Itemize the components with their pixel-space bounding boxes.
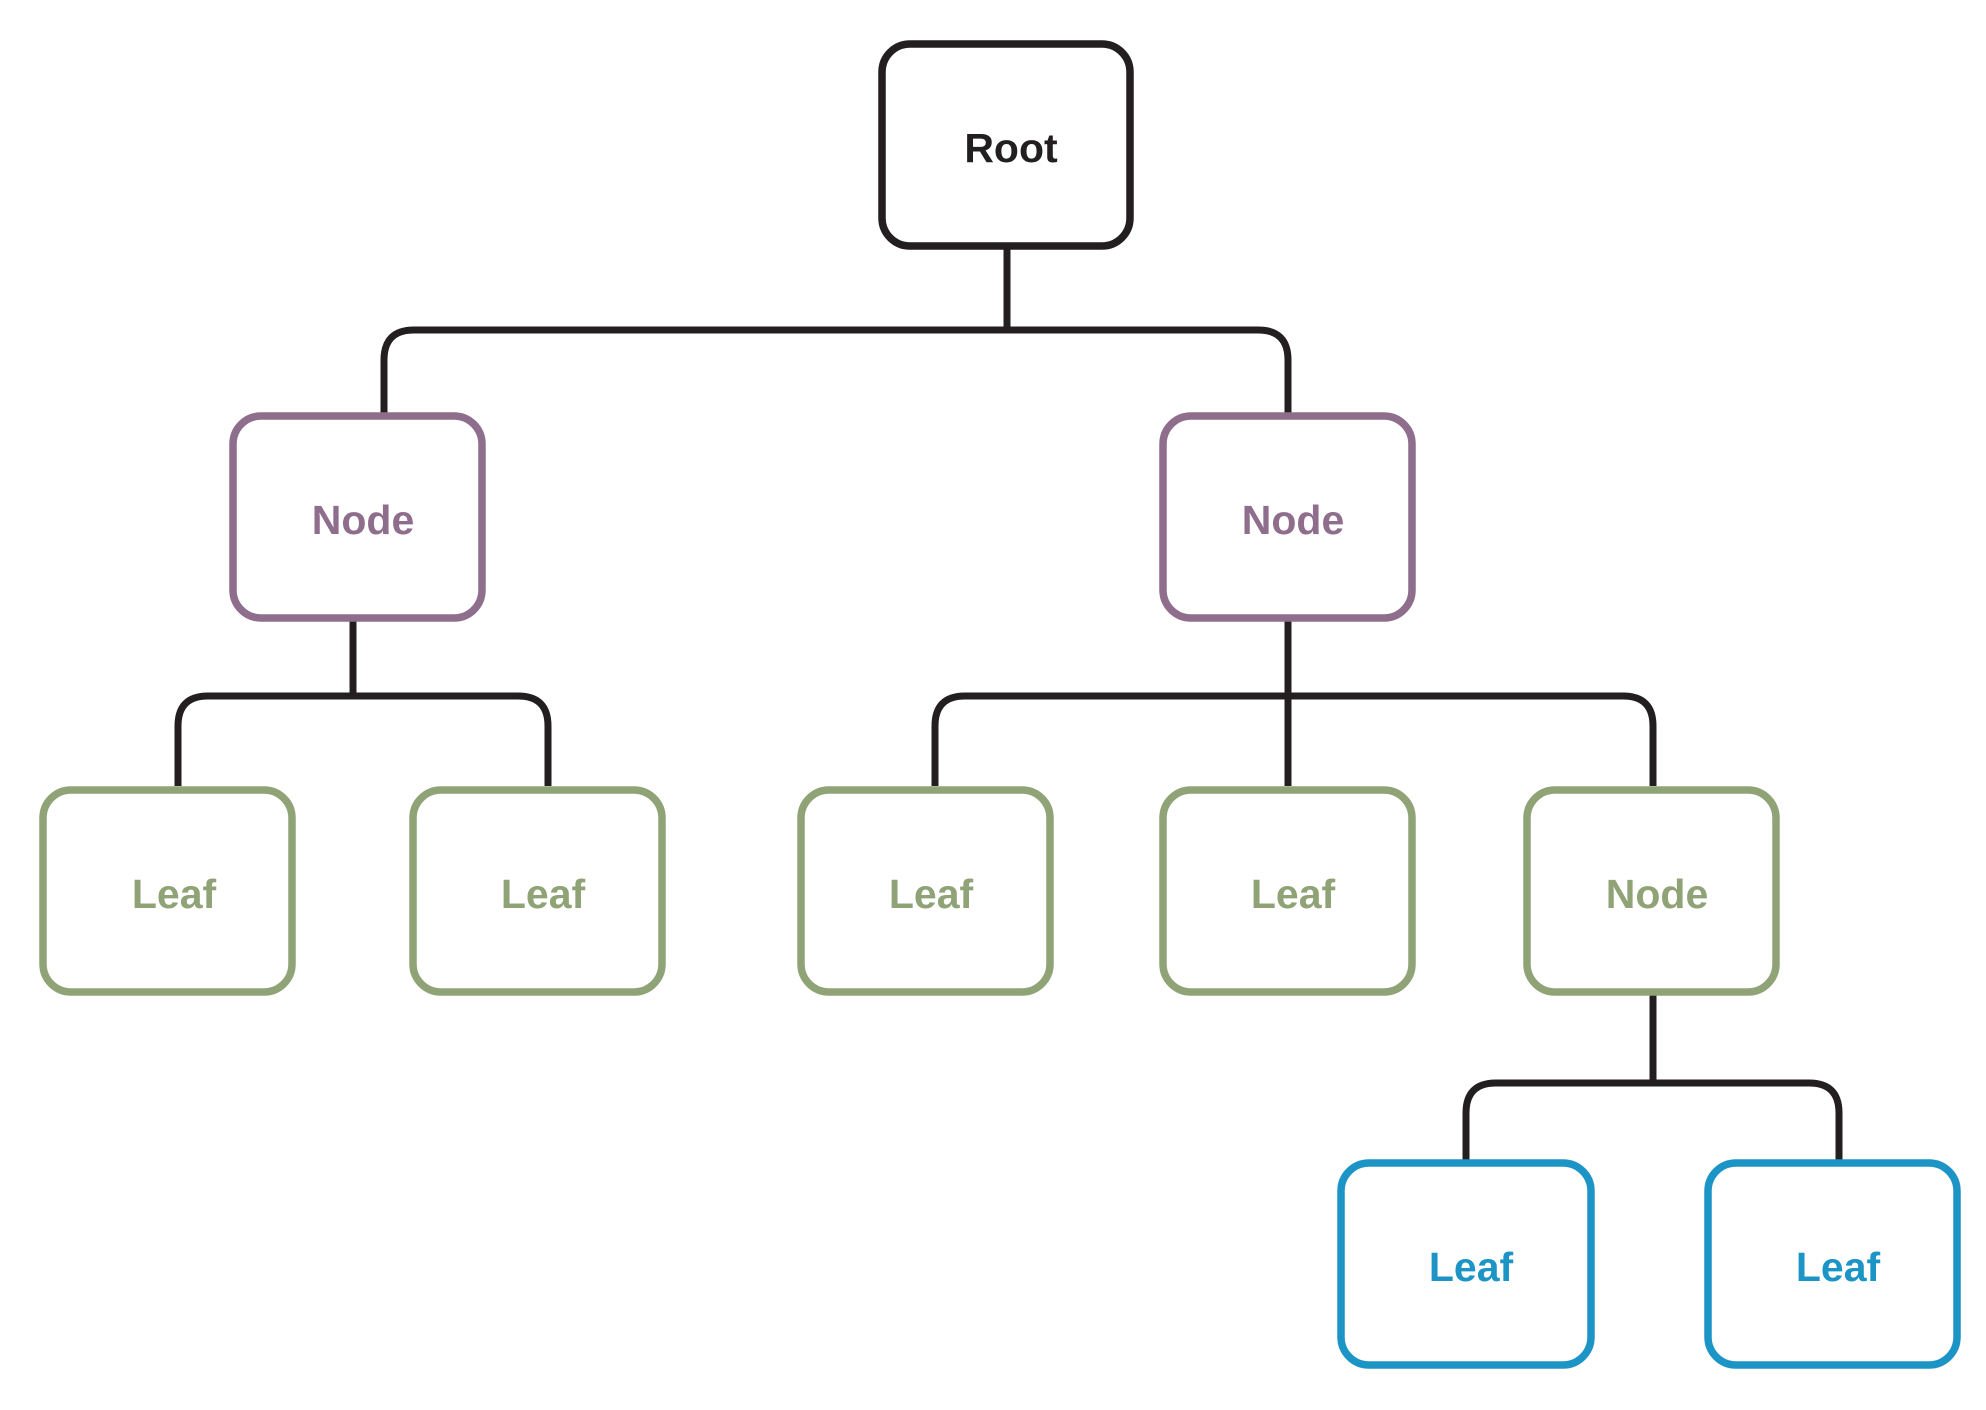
node-left-label: Node — [312, 497, 415, 543]
leaf-box-3: Leaf — [797, 786, 1054, 996]
leaf-box-5: Leaf — [1337, 1159, 1595, 1369]
node-sub-label: Node — [1606, 871, 1709, 917]
connector-node-left — [174, 618, 552, 786]
leaf-box-2: Leaf — [409, 786, 666, 996]
node-box-sub: Node — [1523, 786, 1780, 996]
root-box-frame — [878, 40, 1134, 250]
leaf-box-5-frame — [1337, 1159, 1595, 1369]
node-box-sub-frame — [1523, 786, 1780, 996]
node-right-label: Node — [1242, 497, 1345, 543]
leaf-box-4-frame — [1159, 786, 1416, 996]
root-box: Root — [878, 40, 1134, 250]
leaf-box-3-frame — [797, 786, 1054, 996]
connector-root — [380, 246, 1292, 414]
leaf-box-6-frame — [1704, 1159, 1961, 1369]
leaf-2-label: Leaf — [501, 871, 586, 917]
leaf-box-1-frame — [39, 786, 296, 996]
leaf-1-label: Leaf — [132, 871, 217, 917]
leaf-box-2-frame — [409, 786, 666, 996]
node-box-right: Node — [1159, 412, 1416, 622]
root-label: Root — [964, 125, 1058, 171]
connector-node-sub — [1462, 988, 1843, 1160]
leaf-box-4: Leaf — [1159, 786, 1416, 996]
leaf-box-1: Leaf — [39, 786, 296, 996]
node-box-left: Node — [229, 412, 486, 622]
leaf-3-label: Leaf — [889, 871, 974, 917]
leaf-6-label: Leaf — [1796, 1244, 1881, 1290]
node-box-right-frame — [1159, 412, 1416, 622]
connectors — [174, 246, 1843, 1160]
nodes: Root Node Node Leaf Leaf Leaf Leaf — [39, 40, 1961, 1369]
node-box-left-frame — [229, 412, 486, 622]
leaf-5-label: Leaf — [1429, 1244, 1514, 1290]
leaf-box-6: Leaf — [1704, 1159, 1961, 1369]
connector-node-right — [931, 618, 1657, 786]
leaf-4-label: Leaf — [1251, 871, 1336, 917]
